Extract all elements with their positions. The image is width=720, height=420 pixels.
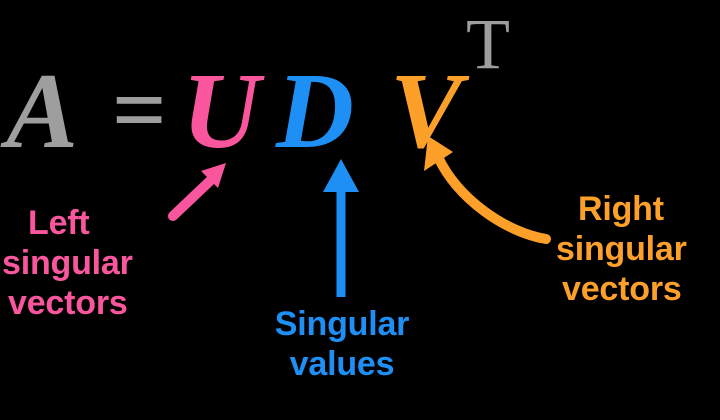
annotation-singular-values: Singular values	[252, 305, 432, 385]
formula-equals-sign: =	[112, 56, 167, 163]
arrow-to-d-icon	[323, 159, 359, 297]
annotation-left-line-3: vectors	[8, 283, 128, 322]
annotation-middle-line-1: Singular	[274, 305, 410, 343]
annotation-right-line-2: singular	[556, 229, 687, 268]
formula-term-matrix-u: U	[182, 52, 260, 171]
annotation-right-line-3: vectors	[562, 269, 682, 308]
annotation-left-line-2: singular	[2, 243, 133, 282]
annotation-right-singular-vectors: Right singular vectors	[556, 190, 720, 309]
formula-term-matrix-a: A	[6, 52, 79, 171]
formula-transpose-exponent: T	[466, 4, 510, 84]
formula-term-matrix-v: V	[390, 52, 463, 171]
formula-term-matrix-d: D	[276, 52, 354, 171]
annotation-right-line-1: Right	[578, 190, 664, 228]
annotation-left-singular-vectors: Left singular vectors	[2, 204, 152, 323]
annotation-left-line-1: Left	[28, 204, 90, 242]
annotation-middle-line-2: values	[289, 344, 395, 383]
